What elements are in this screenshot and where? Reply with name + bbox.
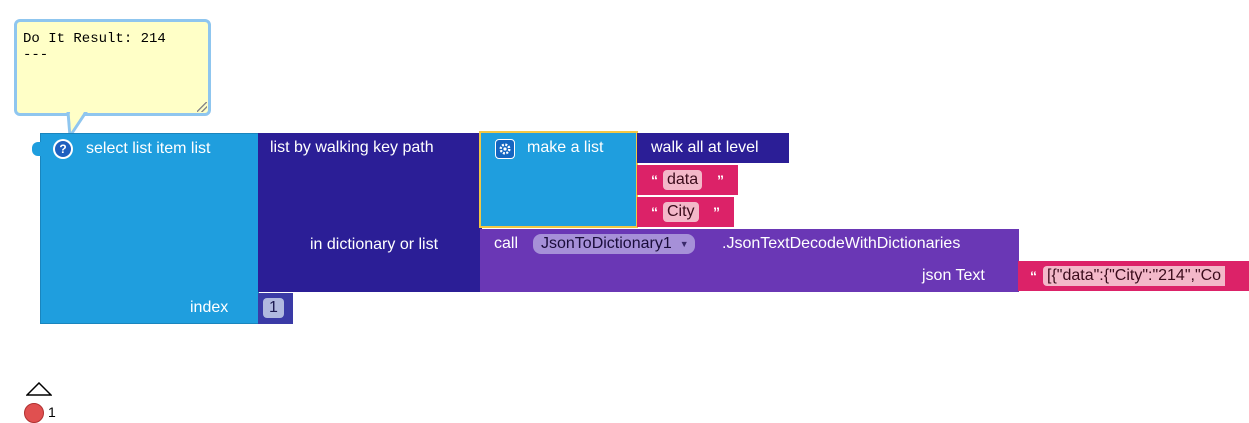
bubble-tail bbox=[66, 112, 88, 138]
quote-close: ” bbox=[713, 204, 720, 220]
string-value-data[interactable]: data bbox=[663, 170, 703, 190]
quote-close: ” bbox=[717, 172, 724, 188]
make-a-list-label: make a list bbox=[527, 139, 604, 156]
walk-all-at-level-label: walk all at level bbox=[651, 139, 759, 156]
walk-key-path-label: list by walking key path bbox=[270, 139, 434, 156]
do-it-result-text: Do It Result: 214 --- bbox=[23, 31, 166, 63]
make-a-list-block[interactable]: make a list bbox=[479, 131, 638, 228]
string-block-data[interactable]: “ data ” bbox=[637, 165, 738, 195]
error-count: 1 bbox=[48, 404, 56, 420]
do-it-result-bubble: Do It Result: 214 --- bbox=[14, 19, 211, 116]
list-by-walking-key-path-block[interactable]: list by walking key path in dictionary o… bbox=[258, 133, 482, 292]
index-number-block[interactable]: 1 bbox=[258, 293, 293, 324]
index-number-value[interactable]: 1 bbox=[263, 298, 284, 318]
resize-grip-icon[interactable] bbox=[197, 102, 207, 112]
json-string-block[interactable]: “ [{"data":{"City":"214","Co bbox=[1018, 261, 1249, 291]
chevron-down-icon: ▼ bbox=[679, 239, 689, 249]
quote-open: “ bbox=[651, 204, 658, 220]
in-dictionary-or-list-label: in dictionary or list bbox=[310, 236, 439, 253]
quote-open: “ bbox=[1030, 268, 1037, 284]
index-label: index bbox=[190, 299, 229, 316]
quote-open: “ bbox=[651, 172, 658, 188]
component-dropdown[interactable]: JsonToDictionary1 ▼ bbox=[533, 234, 695, 254]
block-left-connector bbox=[32, 142, 41, 156]
help-icon[interactable]: ? bbox=[53, 139, 73, 159]
call-label: call bbox=[494, 235, 519, 252]
walk-all-at-level-block[interactable]: walk all at level bbox=[637, 133, 789, 163]
component-dropdown-value: JsonToDictionary1 bbox=[541, 235, 672, 253]
json-text-param-label: json Text bbox=[922, 267, 985, 284]
gear-icon[interactable] bbox=[495, 139, 515, 159]
select-list-item-label: select list item list bbox=[86, 140, 211, 157]
json-string-value[interactable]: [{"data":{"City":"214","Co bbox=[1043, 266, 1226, 286]
select-list-item-block[interactable]: ? select list item list index bbox=[40, 133, 259, 324]
error-icon[interactable] bbox=[24, 403, 44, 423]
json-text-decode-call-block[interactable]: call JsonToDictionary1 ▼ .JsonTextDecodeW… bbox=[480, 229, 1019, 292]
method-label: .JsonTextDecodeWithDictionaries bbox=[722, 235, 961, 252]
string-block-city[interactable]: “ City ” bbox=[637, 197, 734, 227]
string-value-city[interactable]: City bbox=[663, 202, 699, 222]
collapse-warnings-icon[interactable] bbox=[26, 382, 52, 396]
